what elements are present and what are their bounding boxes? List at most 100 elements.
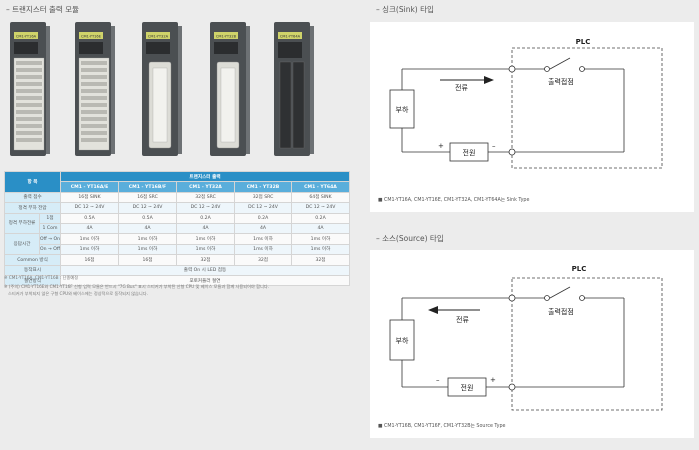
table-row: 절연방식 포토커플러 절연 [4,274,350,287]
cell: 16점 [118,254,177,266]
header-model: CM1 - YT32B [234,181,292,193]
note-3: 스티커가 부착되지 않은 구형 CPU와 베이스에는 정상적으로 동작되지 않습… [8,291,148,296]
header-model: CM1 - YT16A/E [60,181,119,193]
cell: 4A [291,222,350,235]
cell: 16점 SRC [118,191,177,204]
cell: 0.2A [176,212,235,224]
sink-load-label: 부하 [396,105,409,114]
header-model: CM1 - YT16B/F [118,181,177,193]
module-image-2: CM1-YT16E [75,22,115,156]
spec-table: 항 목 트랜지스터 출력 CM1 - YT16A/E CM1 - YT16B/F… [4,170,350,287]
source-diagram-box: PLC 전류 출력접점 부하 전원 – + [370,250,694,438]
table-row: Common 방식 16점 16점 32점 32점 32점 [4,254,350,266]
module-image-1: CM1-YT16A [10,22,50,156]
sink-plus: + [438,142,444,150]
module-gallery: CM1-YT16A CM1-YT16E [6,20,346,168]
row-label: On → Off [39,243,61,256]
sink-diagram: PLC 전류 출력접점 부하 전원 + – [389,38,663,169]
module-label-5: CM1-YT64A [280,35,301,39]
cell: 1ms 이하 [234,233,292,245]
cell: 16점 SINK [60,191,119,204]
module-label-4: CM1-YT32B [216,35,237,39]
cell: 4A [176,222,235,235]
cell: 1ms 이하 [118,233,177,245]
cell: 1ms 이하 [176,233,235,245]
sink-minus: – [492,142,496,150]
table-row: 동작표시 출력 On 시 LED 점등 [4,264,350,276]
header-group: 트랜지스터 출력 [60,170,350,183]
cell: 1ms 이하 [291,233,350,245]
cell: 1ms 이하 [118,243,177,256]
header-item: 항 목 [4,171,61,193]
module-image-3: CM1-YT32A [142,22,182,156]
source-power-label: 전원 [461,383,474,392]
table-row: 정격 부하 전압 DC 12 ~ 24V DC 12 ~ 24V DC 12 ~… [4,202,350,214]
row-label: 1점 [39,212,61,224]
section-title-sink: – 싱크(Sink) 타입 [376,5,434,14]
cell: 0.5A [118,212,177,224]
right-panel: – 싱크(Sink) 타입 PLC 전류 출력접점 부하 [360,0,699,450]
source-minus: – [436,376,440,384]
row-label: 출력 점수 [4,191,61,204]
section-title-source: – 소스(Source) 타입 [376,234,444,243]
row-label: Common 방식 [4,254,61,266]
row-label: 동작표시 [4,264,61,276]
section-title-transistor: – 트랜지스터 출력 모듈 [6,5,80,14]
row-group-label: 정격 부하전류 [4,212,40,235]
cell: 0.5A [60,212,119,224]
cell: 1ms 이하 [60,233,119,245]
cell: DC 12 ~ 24V [118,202,177,214]
cell: 1ms 이하 [60,243,119,256]
source-diagram: PLC 전류 출력접점 부하 전원 – + [389,265,663,411]
table-row: 응답시간 Off → On 1ms 이하 1ms 이하 1ms 이하 1ms 이… [4,233,350,256]
left-panel: – 트랜지스터 출력 모듈 CM1-YT16A CM1-YT16E [4,5,350,296]
sink-caption: ■ CM1-YT16A, CM1-YT16E, CM1-YT32A, CM1-Y… [378,198,530,203]
cell: DC 12 ~ 24V [291,202,350,214]
header-model: CM1 - YT32A [176,181,235,193]
source-contact-label: 출력접점 [548,307,574,316]
cell: 1ms 이하 [234,243,292,256]
table-row: 출력 점수 16점 SINK 16점 SRC 32점 SRC 32점 SRC 6… [4,191,350,204]
cell: 16점 [60,254,119,266]
module-label-1: CM1-YT16A [16,35,37,39]
row-label: Off → On [39,233,61,245]
sink-plc-label: PLC [576,38,591,46]
cell: 1ms 이하 [291,243,350,256]
module-label-3: CM1-YT32A [148,35,169,39]
source-plc-label: PLC [572,265,587,273]
note-2: ※ (주의) CM1-YT16E와 CM1-YT16F 신형 입력 모듈은 반드… [4,284,270,289]
source-load-label: 부하 [396,336,409,345]
sink-power-label: 전원 [463,148,476,157]
module-label-2: CM1-YT16E [81,35,102,39]
cell: 1ms 이하 [176,243,235,256]
source-caption: ■ CM1-YT16B, CM1-YT16F, CM1-YT32B는 Sourc… [378,424,506,429]
cell: 4A [118,222,177,235]
cell: 32점 SRC [176,191,235,204]
cell: 32점 [291,254,350,266]
cell: DC 12 ~ 24V [60,202,119,214]
cell: DC 12 ~ 24V [176,202,235,214]
sink-diagram-box: PLC 전류 출력접점 부하 전원 + – [370,22,694,212]
cell: 32점 SRC [234,191,292,204]
note-1: ※ CM1-YT16A, CM1-YT16B : 단종예정 [4,275,79,280]
cell: 32점 [176,254,235,266]
module-image-5: CM1-YT64A [274,22,314,156]
cell: 출력 On 시 LED 점등 [60,264,350,276]
cell: 4A [234,222,292,235]
cell: 0.2A [291,212,350,224]
header-model: CM1 - YT64A [291,181,350,193]
cell: DC 12 ~ 24V [234,202,292,214]
sink-current-label: 전류 [455,83,468,92]
cell: 64점 SINK [291,191,350,204]
sink-contact-label: 출력접점 [548,77,574,86]
cell: 32점 [234,254,292,266]
row-group-label: 응답시간 [4,233,40,256]
module-image-4: CM1-YT32B [210,22,250,156]
cell: 4A [60,222,119,235]
cell: 0.2A [234,212,292,224]
table-row: 정격 부하전류 1점 0.5A 0.5A 0.2A 0.2A 0.2A [4,212,350,235]
source-current-label: 전류 [456,315,469,324]
table-row: 1 Com 4A 4A 4A 4A 4A [5,222,350,235]
cell: 포토커플러 절연 [60,274,350,287]
table-row: On → Off 1ms 이하 1ms 이하 1ms 이하 1ms 이하 1ms… [5,243,350,256]
